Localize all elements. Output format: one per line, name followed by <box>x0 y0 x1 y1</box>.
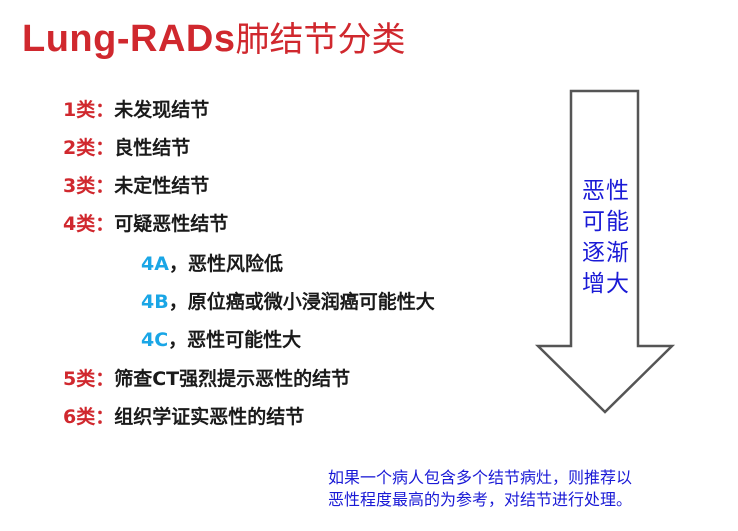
subcategory-label: 4C <box>141 329 169 351</box>
arrow-label-line: 逐渐 <box>582 240 630 266</box>
footnote-line: 如果一个病人包含多个结节病灶，则推荐以 <box>328 468 633 487</box>
category-label: 2类： <box>63 137 115 159</box>
category-label: 5类： <box>63 368 115 390</box>
category-3: 3类：未定性结节 <box>63 174 209 198</box>
footnote: 如果一个病人包含多个结节病灶，则推荐以 恶性程度最高的为参考，对结节进行处理。 <box>328 467 632 511</box>
category-label: 4类： <box>63 213 115 235</box>
category-5: 5类：筛查CT强烈提示恶性的结节 <box>63 367 350 391</box>
footnote-line: 恶性程度最高的为参考，对结节进行处理。 <box>328 490 633 509</box>
subcategory-label: 4B <box>141 291 169 313</box>
arrow-label-line: 增大 <box>582 271 630 297</box>
subcategory-4a: 4A，恶性风险低 <box>141 252 283 276</box>
subcategory-text: ，恶性风险低 <box>168 253 283 275</box>
category-text: 可疑恶性结节 <box>114 213 229 235</box>
subcategory-label: 4A <box>141 253 169 275</box>
category-text: 组织学证实恶性的结节 <box>114 406 305 428</box>
subcategory-4b: 4B，原位癌或微小浸润癌可能性大 <box>141 290 435 314</box>
category-4: 4类：可疑恶性结节 <box>63 212 228 236</box>
category-2: 2类：良性结节 <box>63 136 190 160</box>
subcategory-text: ，恶性可能性大 <box>168 329 302 351</box>
title-english: Lung-RADs <box>22 18 236 60</box>
subcategory-4c: 4C，恶性可能性大 <box>141 328 301 352</box>
page-title: Lung-RADs肺结节分类 <box>22 12 405 61</box>
category-text: 良性结节 <box>114 137 191 159</box>
arrow-label-line: 恶性 <box>582 178 630 204</box>
category-label: 1类： <box>63 99 115 121</box>
category-text: 筛查CT强烈提示恶性的结节 <box>114 368 351 390</box>
title-chinese: 肺结节分类 <box>235 20 406 60</box>
subcategory-text: ，原位癌或微小浸润癌可能性大 <box>168 291 435 313</box>
category-text: 未发现结节 <box>114 99 210 121</box>
category-text: 未定性结节 <box>114 175 210 197</box>
category-6: 6类：组织学证实恶性的结节 <box>63 405 304 429</box>
category-label: 6类： <box>63 406 115 428</box>
category-1: 1类：未发现结节 <box>63 98 209 122</box>
category-label: 3类： <box>63 175 115 197</box>
arrow-label-line: 可能 <box>582 209 630 235</box>
arrow-label: 恶性 可能 逐渐 增大 <box>575 176 637 300</box>
